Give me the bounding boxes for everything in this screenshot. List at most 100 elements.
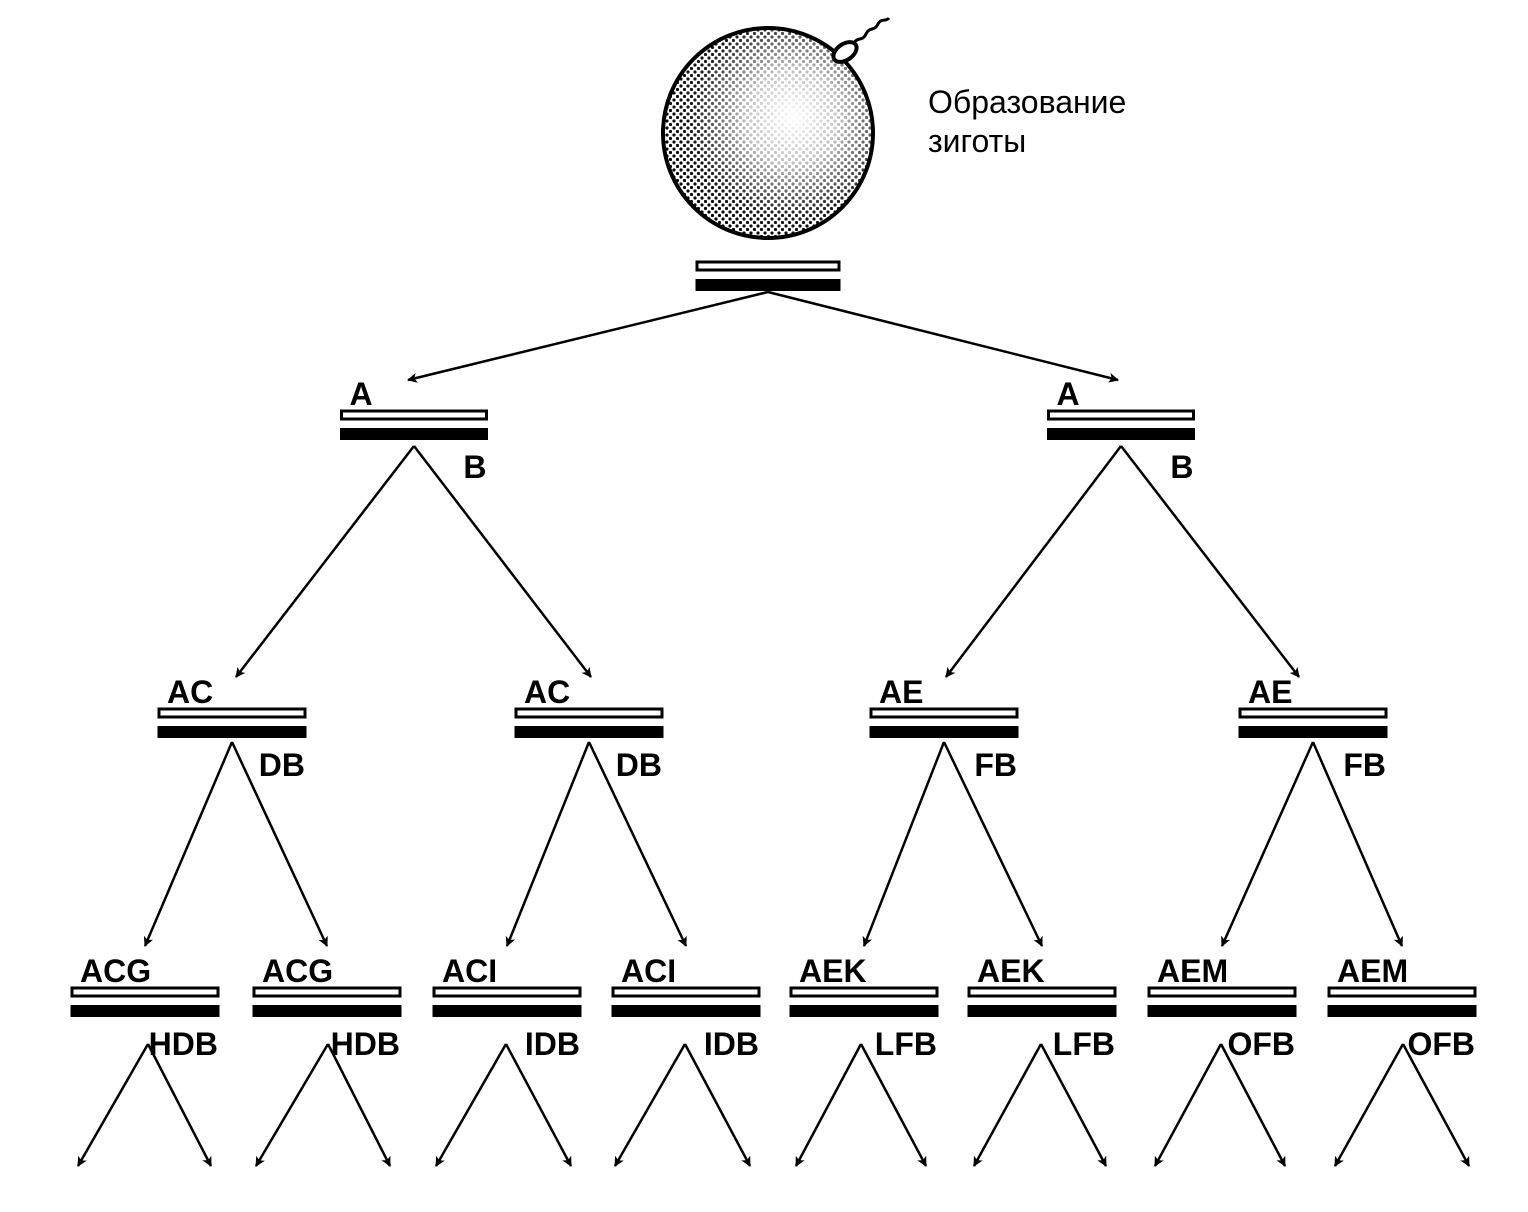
caption-line-2: зиготы (928, 123, 1026, 159)
continuation-arrow (1401, 1043, 1471, 1167)
chromosome-paternal-strand (869, 726, 1019, 738)
chromosome-paternal-strand (70, 1005, 220, 1017)
division-arrow (1220, 741, 1315, 947)
chromosome-paternal-strand (432, 1005, 582, 1017)
continuation-arrow (326, 1043, 392, 1167)
chromosome-pair-node (695, 260, 841, 291)
division-arrow (505, 741, 591, 947)
chromosome-pair-node: AEK LFB (967, 953, 1117, 1062)
chromosome-top-label: A (350, 376, 373, 412)
chromosome-pair-node: AEM OFB (1327, 953, 1477, 1062)
chromosome-paternal-strand (695, 279, 841, 291)
continuation-arrow (434, 1043, 508, 1167)
division-arrow (235, 445, 415, 678)
chromosome-maternal-strand (514, 707, 664, 719)
chromosome-maternal-strand (252, 986, 402, 998)
chromosome-top-label: A (1057, 376, 1080, 412)
chromosome-paternal-strand (1047, 428, 1195, 440)
chromosome-paternal-strand (1147, 1005, 1297, 1017)
chromosome-top-label: AEK (977, 953, 1045, 989)
chromosome-nodes: ABABACDBACDBAEFBAEFBACGHDBACGHDBACIIDBAC… (70, 260, 1477, 1062)
chromosome-paternal-strand (967, 1005, 1117, 1017)
division-arrow (407, 290, 769, 383)
chromosome-top-label: ACI (621, 953, 676, 989)
division-arrow (230, 741, 329, 947)
chromosome-top-label: AEM (1157, 953, 1228, 989)
division-arrow (862, 741, 946, 947)
chromosome-bottom-label: IDB (525, 1026, 580, 1062)
chromosome-paternal-strand (340, 428, 488, 440)
continuation-arrow (1039, 1043, 1108, 1167)
continuation-arrow (504, 1043, 573, 1167)
sperm-head (831, 40, 859, 64)
chromosome-pair-node: AB (340, 376, 488, 485)
chromosome-top-label: ACG (262, 953, 333, 989)
chromosome-paternal-strand (789, 1005, 939, 1017)
continuation-arrow (146, 1043, 213, 1167)
chromosome-top-label: ACG (80, 953, 151, 989)
chromosome-bottom-label: LFB (875, 1026, 937, 1062)
continuation-arrow (972, 1043, 1043, 1167)
sperm-tail (851, 16, 891, 45)
chromosome-top-label: ACI (442, 953, 497, 989)
chromosome-bottom-label: OFB (1227, 1026, 1295, 1062)
chromosome-maternal-strand (340, 409, 488, 421)
chromosome-maternal-strand (1327, 986, 1477, 998)
chromosome-bottom-label: FB (1343, 747, 1386, 783)
zygote-egg-highlight (665, 30, 871, 236)
division-arrow (942, 741, 1044, 947)
chromosome-bottom-label: B (1170, 449, 1193, 485)
chromosome-bottom-label: OFB (1407, 1026, 1475, 1062)
continuation-arrow (1153, 1043, 1223, 1167)
continuation-arrow (1333, 1043, 1405, 1167)
chromosome-maternal-strand (70, 986, 220, 998)
division-arrow (587, 741, 688, 947)
chromosome-bottom-label: DB (616, 747, 662, 783)
chromosome-top-label: AEK (799, 953, 867, 989)
division-arrow (1120, 445, 1300, 678)
continuation-arrow (859, 1043, 928, 1167)
continuation-arrow (794, 1043, 863, 1167)
chromosome-bottom-label: HDB (331, 1026, 400, 1062)
chromosome-bottom-label: FB (974, 747, 1017, 783)
chromosome-paternal-strand (1327, 1005, 1477, 1017)
chromosome-pair-node: ACG HDB (252, 953, 402, 1062)
chromosome-maternal-strand (1238, 707, 1388, 719)
chromosome-maternal-strand (157, 707, 307, 719)
chromosome-bottom-label: IDB (704, 1026, 759, 1062)
chromosome-pair-node: AB (1047, 376, 1195, 485)
chromosome-bottom-label: LFB (1053, 1026, 1115, 1062)
chromosome-top-label: AE (879, 674, 923, 710)
chromosome-paternal-strand (1238, 726, 1388, 738)
chromosome-pair-node: AE FB (869, 674, 1019, 783)
chromosome-maternal-strand (611, 986, 761, 998)
chromosome-maternal-strand (432, 986, 582, 998)
chromosome-top-label: AE (1248, 674, 1292, 710)
chromosome-pair-node: AE FB (1238, 674, 1388, 783)
division-arrow (945, 445, 1122, 678)
chromosome-paternal-strand (611, 1005, 761, 1017)
division-arrows (76, 290, 1471, 1167)
chromosome-pair-node: AEM OFB (1147, 953, 1297, 1062)
continuation-arrow (254, 1043, 330, 1167)
continuation-arrow (613, 1043, 687, 1167)
chromosome-pair-node: AEK LFB (789, 953, 939, 1062)
chromosome-maternal-strand (695, 260, 841, 272)
division-arrow (143, 741, 234, 947)
chromosome-pair-node: ACI IDB (611, 953, 761, 1062)
chromosome-top-label: AEM (1337, 953, 1408, 989)
chromosome-bottom-label: DB (259, 747, 305, 783)
chromosome-pair-node: ACG HDB (70, 953, 220, 1062)
division-arrow (1311, 741, 1404, 947)
chromosome-bottom-label: HDB (149, 1026, 218, 1062)
chromosome-pair-node: ACI IDB (432, 953, 582, 1062)
continuation-arrow (683, 1043, 752, 1167)
division-arrow (767, 290, 1119, 383)
chromosome-maternal-strand (1047, 409, 1195, 421)
chromosome-paternal-strand (252, 1005, 402, 1017)
zygote-group (661, 16, 891, 240)
continuation-arrow (1219, 1043, 1287, 1167)
